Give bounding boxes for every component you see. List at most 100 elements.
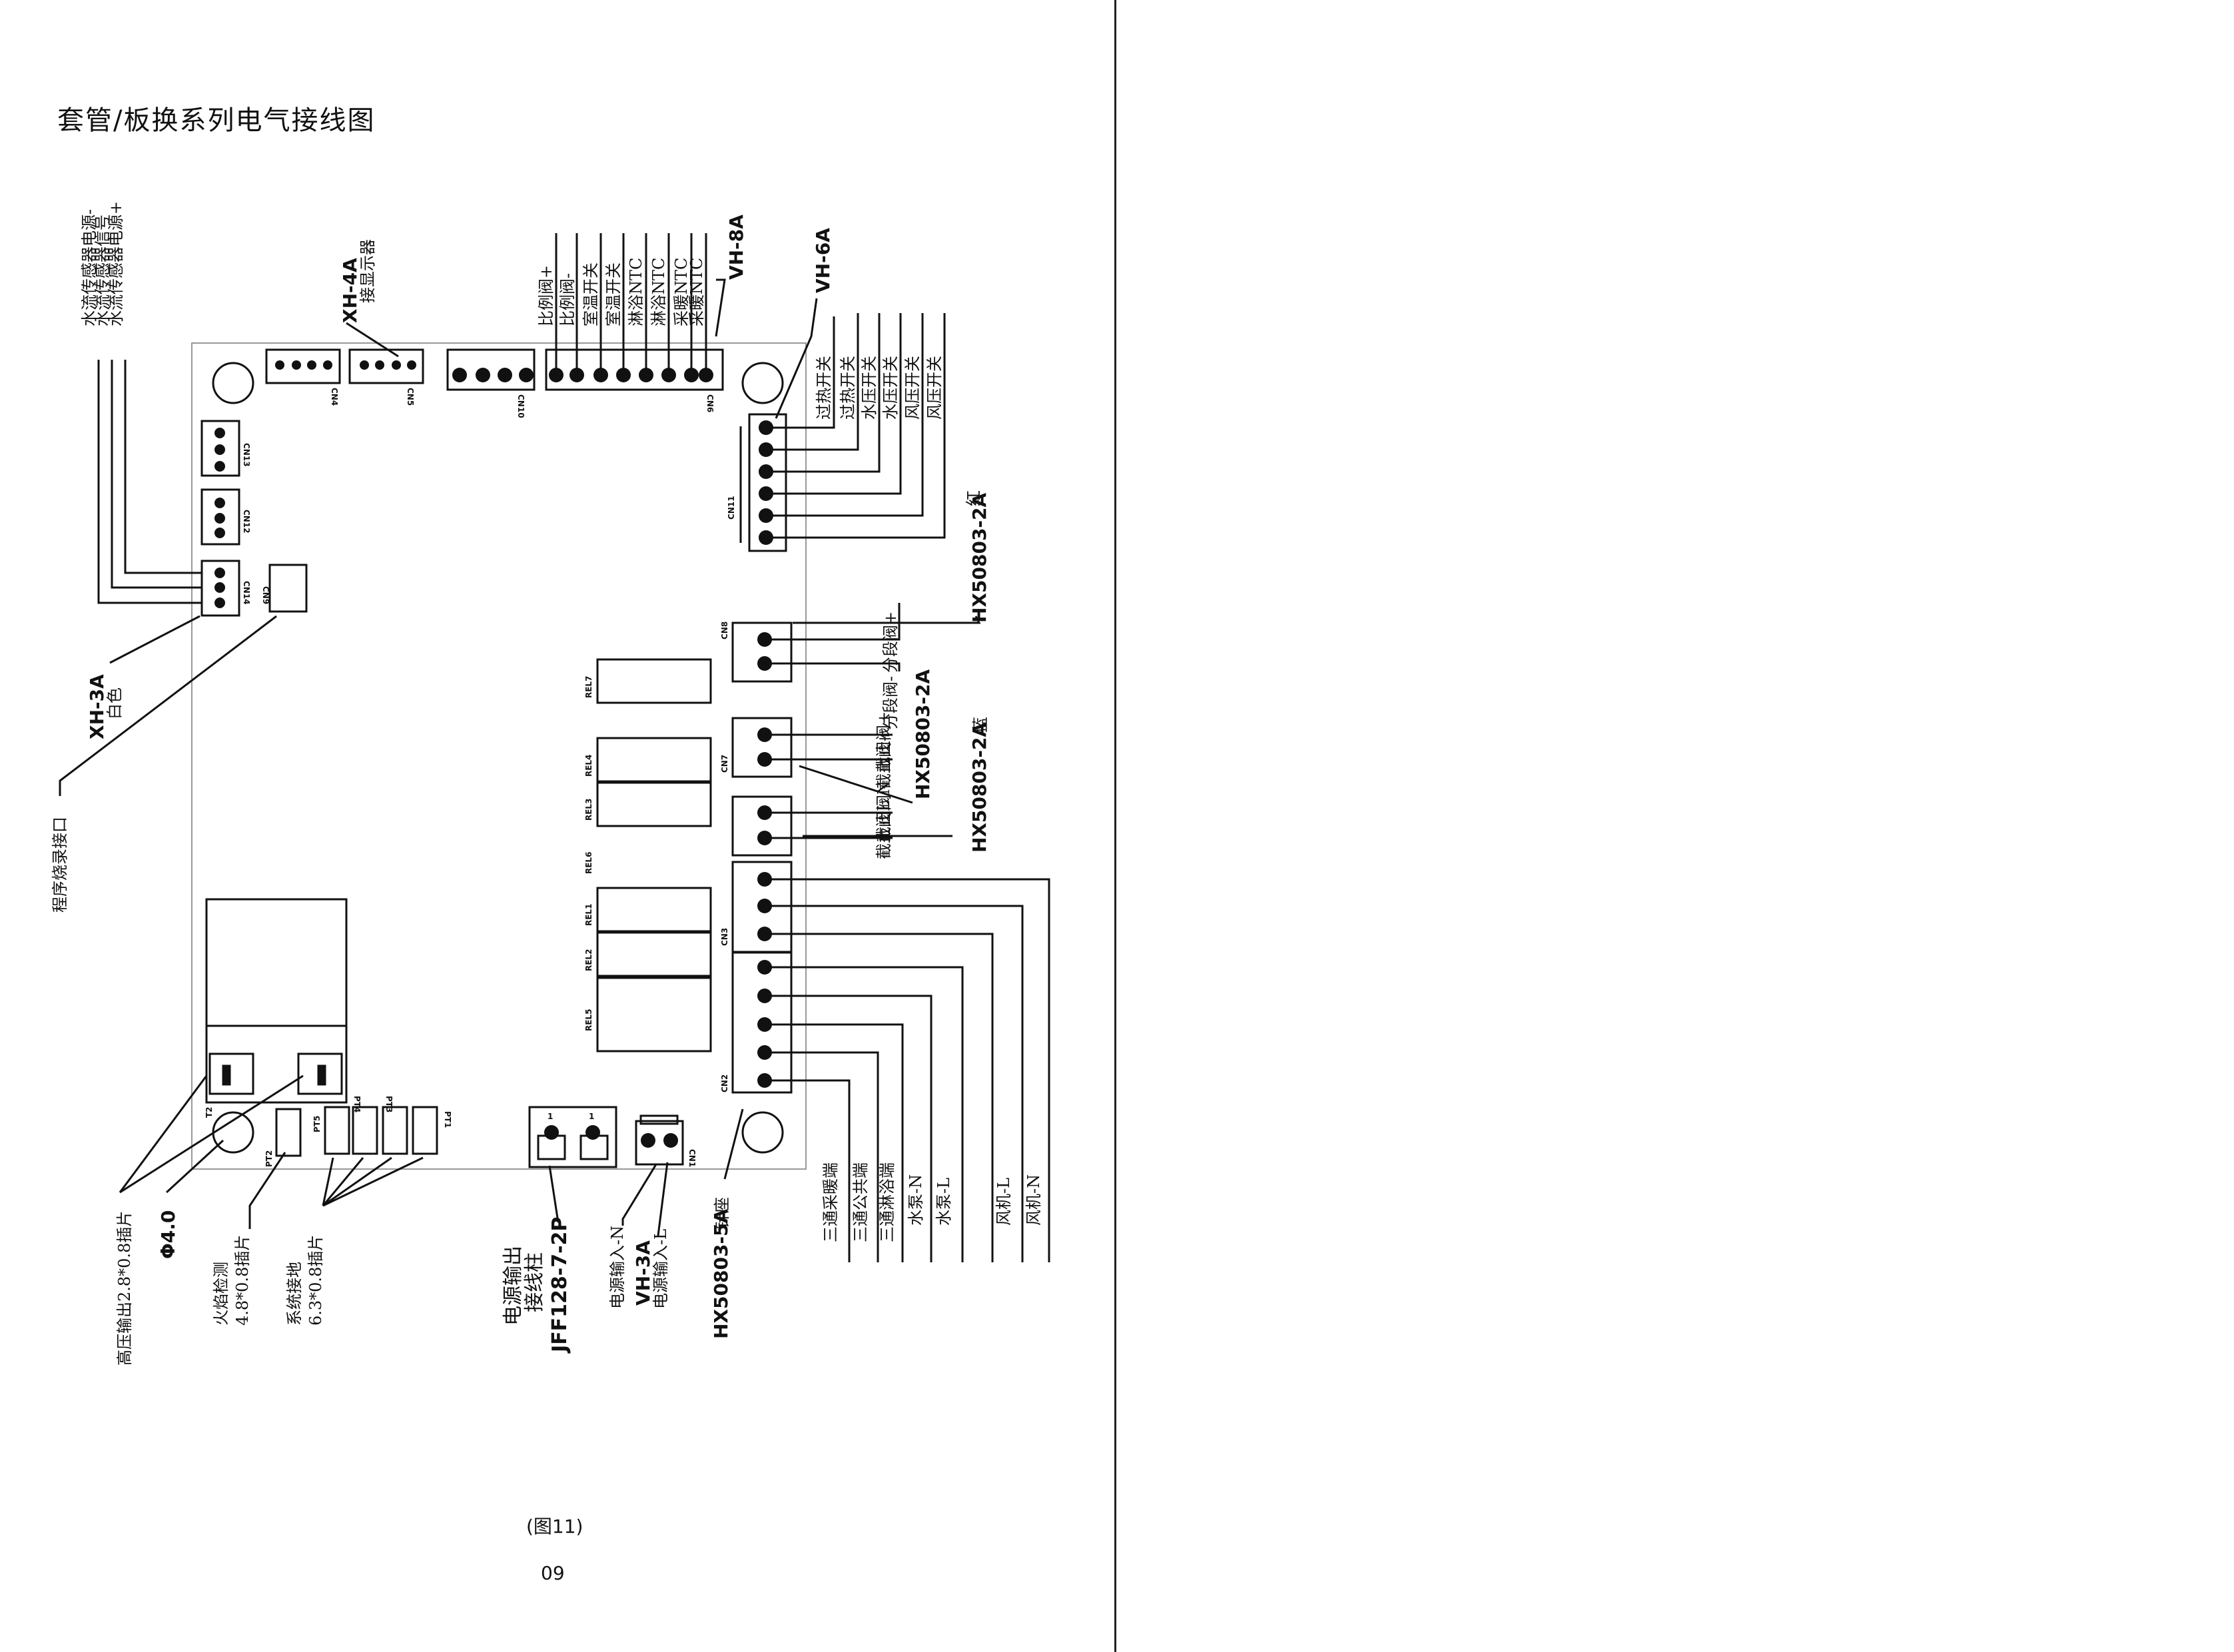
terminal-pt3 bbox=[382, 1106, 408, 1155]
vh6a-label: VH-6A bbox=[812, 228, 834, 293]
connector-cn13 bbox=[200, 420, 240, 477]
cn11-wire-label: 水压开关 bbox=[860, 356, 879, 420]
relay-rel5 bbox=[596, 977, 712, 1052]
silk-rel2: REL2 bbox=[584, 949, 593, 971]
connector-cn2 bbox=[731, 951, 793, 1094]
silk-cn3: CN3 bbox=[720, 928, 729, 946]
power-terminal-jff bbox=[528, 1106, 617, 1168]
bottom-wire-label: 三通采暖端 bbox=[821, 1162, 840, 1242]
silk-pt1: PT1 bbox=[443, 1111, 452, 1128]
silk-rel1: REL1 bbox=[584, 904, 593, 926]
terminal-pt2 bbox=[275, 1108, 302, 1157]
relay-rel7 bbox=[596, 658, 712, 704]
cn6-wire-label: 室温开关 bbox=[604, 262, 623, 326]
silk-rel5: REL5 bbox=[584, 1009, 593, 1031]
silk-cn8: CN8 bbox=[720, 621, 729, 639]
relay-rel2 bbox=[596, 931, 712, 977]
figure-caption: (图11) bbox=[526, 1515, 583, 1537]
left-page: 套管/板换系列电气接线图 bbox=[0, 0, 1116, 1652]
connector-cn-ac bbox=[731, 795, 793, 857]
cn8-wire-label: 分段阀+ bbox=[881, 612, 900, 673]
page-title: 套管/板换系列电气接线图 bbox=[57, 105, 376, 136]
silk-cn2: CN2 bbox=[720, 1074, 729, 1092]
silk-cn9: CN9 bbox=[261, 586, 270, 604]
silk-rel4: REL4 bbox=[584, 755, 593, 777]
connector-cn10 bbox=[446, 348, 536, 391]
cn11-wire-label: 风压开关 bbox=[903, 356, 922, 420]
ground-spec: 6.3*0.8插片 bbox=[306, 1235, 325, 1326]
bottom-wire-label: 风机-L bbox=[994, 1178, 1013, 1226]
silk-cn7: CN7 bbox=[720, 755, 729, 773]
xh3a-label: XH-3A bbox=[86, 674, 108, 739]
silk-cn5: CN5 bbox=[406, 388, 415, 406]
silk-cn14: CN14 bbox=[242, 581, 251, 605]
cn6-wire-label: 比例阀+ bbox=[537, 265, 556, 326]
vh3a-label: VH-3A bbox=[632, 1240, 654, 1306]
silk-cn4: CN4 bbox=[330, 388, 339, 406]
ac-valve-wire-label: 截止阀L bbox=[875, 801, 893, 859]
terminal-pt4 bbox=[352, 1106, 378, 1155]
hx-red-color: 红 bbox=[964, 490, 983, 506]
bottom-wire-label: 三通淋浴端 bbox=[878, 1162, 897, 1242]
relay-rel4 bbox=[596, 737, 712, 783]
hx5a-label: HX50803-5A bbox=[710, 1208, 732, 1339]
silk-cn13: CN13 bbox=[242, 443, 251, 467]
connector-cn4 bbox=[265, 348, 341, 384]
cn11-wire-label: 水压开关 bbox=[881, 356, 900, 420]
transformer bbox=[205, 898, 348, 1104]
cn6-wire-label: 淋浴NTC bbox=[627, 258, 645, 326]
phi-label: Φ4.0 bbox=[157, 1210, 179, 1259]
power-in-l: 电源输入-L bbox=[651, 1229, 670, 1309]
connector-cn1 bbox=[635, 1120, 684, 1166]
silk-rel7: REL7 bbox=[584, 676, 593, 698]
hx-mid-label: HX50803-2A bbox=[912, 669, 934, 799]
cn7-wire-label: 截止阀+ bbox=[875, 711, 893, 773]
program-port-label: 程序烧录接口 bbox=[51, 817, 69, 913]
connector-cn9 bbox=[268, 564, 308, 613]
cn6-wire-label: 室温开关 bbox=[581, 262, 600, 326]
wiring-diagram: 水流传感器电源- 水流传感器信号 水流传感器电源+ XH-4A 接显示器 比例阀… bbox=[51, 201, 1050, 1366]
mount-hole bbox=[741, 1111, 784, 1154]
connector-cn11 bbox=[748, 413, 787, 552]
silk-pt3: PT3 bbox=[384, 1096, 394, 1112]
cn11-wire-label: 过热开关 bbox=[815, 356, 833, 420]
silk-pt4: PT4 bbox=[352, 1096, 362, 1112]
sensor-wire-label: 水流传感器电源- bbox=[80, 209, 99, 326]
hx-blue-label: HX50803-2A bbox=[968, 722, 990, 853]
right-page-blank bbox=[1118, 0, 2234, 1652]
flame-spec: 4.8*0.8插片 bbox=[233, 1235, 252, 1326]
silk-rel6: REL6 bbox=[584, 852, 593, 874]
hx-red-label: HX50803-2A bbox=[968, 492, 990, 623]
connector-cn12 bbox=[200, 488, 240, 546]
relay-rel3 bbox=[596, 781, 712, 827]
hx5a-desc: 针座 bbox=[713, 1197, 731, 1229]
jff-model: JFF128-7-2P bbox=[548, 1217, 571, 1354]
xh3a-color: 白色 bbox=[105, 687, 124, 719]
mount-hole bbox=[741, 362, 784, 404]
silk-cn12: CN12 bbox=[242, 510, 251, 534]
sensor-wire-label: 水流传感器信号 bbox=[93, 214, 112, 326]
page-number: 09 bbox=[541, 1562, 565, 1584]
silk-pt2: PT2 bbox=[264, 1150, 274, 1167]
silk-cn10: CN10 bbox=[516, 394, 526, 418]
silk-cn11: CN11 bbox=[727, 496, 736, 520]
cn6-wire-label: 采暖NTC bbox=[672, 258, 691, 326]
silk-t2: T2 bbox=[204, 1106, 214, 1118]
cn6-wire-label: 比例阀- bbox=[558, 273, 577, 326]
ground-label: 系统接地 bbox=[285, 1262, 304, 1326]
terminal-pt5 bbox=[324, 1106, 350, 1155]
xh4a-desc: 接显示器 bbox=[358, 239, 377, 303]
terminal-pt1 bbox=[412, 1106, 438, 1155]
bottom-wire-label: 水泵-N bbox=[907, 1174, 925, 1226]
pcb-outline bbox=[191, 342, 807, 1170]
connector-cn8 bbox=[731, 621, 793, 683]
cn6-wire-label: 淋浴NTC bbox=[649, 258, 668, 326]
cn6-wire-label: 采暖NTC bbox=[687, 258, 706, 326]
flame-label: 火焰检测 bbox=[212, 1262, 230, 1326]
cn7-wire-label: 截止阀- bbox=[875, 736, 893, 789]
connector-cn6 bbox=[545, 348, 724, 391]
cn11-wire-label: 风压开关 bbox=[925, 356, 944, 420]
silk-cn6: CN6 bbox=[705, 394, 715, 412]
sensor-wire-label: 水流传感器电源+ bbox=[107, 201, 125, 326]
silk-pin1: 1 bbox=[548, 1112, 553, 1121]
